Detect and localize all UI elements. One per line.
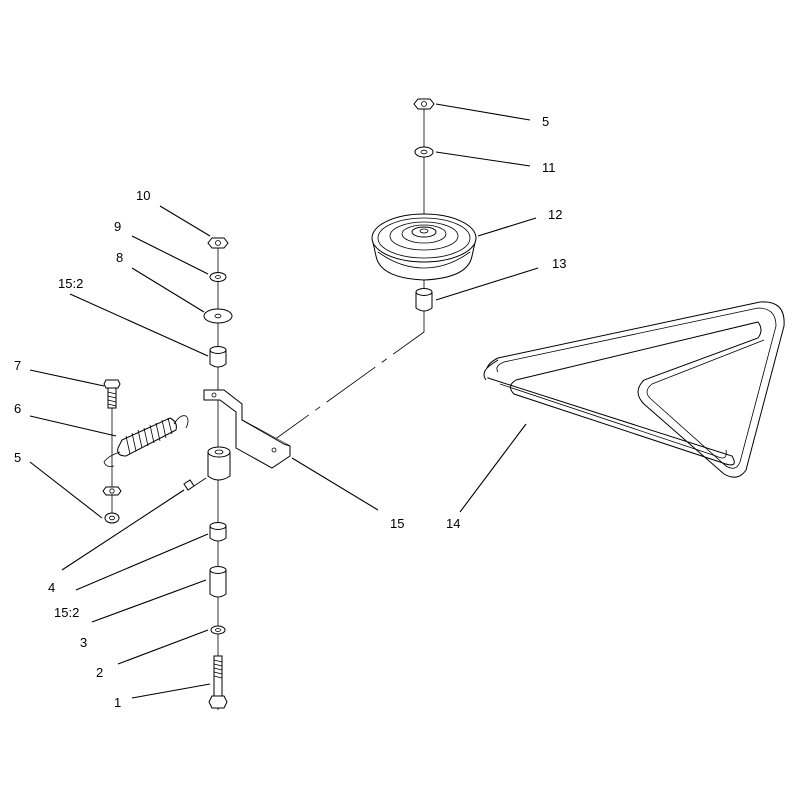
callout-1: 1 (114, 695, 121, 710)
washer-2 (210, 625, 226, 635)
axis-lines (111, 100, 425, 710)
bushing-bottom (209, 522, 227, 542)
callout-9: 9 (114, 219, 121, 234)
idler-pulley (371, 213, 477, 281)
callout-11: 11 (542, 160, 556, 175)
nut-10 (207, 237, 229, 249)
spacer-tube (209, 566, 227, 598)
callout-7: 7 (14, 358, 21, 373)
bolt-1 (208, 655, 228, 709)
callout-5-top: 5 (542, 114, 549, 129)
callout-12: 12 (548, 207, 562, 222)
grease-fitting (183, 477, 207, 491)
callouts: 5 11 12 13 10 9 8 15:2 7 6 5 4 15:2 3 2 … (14, 114, 566, 710)
callout-8: 8 (116, 250, 123, 265)
callout-10: 10 (136, 188, 150, 203)
v-belt (483, 301, 785, 478)
nut-left (102, 486, 122, 524)
bolt-7 (103, 379, 121, 409)
leader-lines (29, 103, 539, 699)
nut-top (413, 98, 435, 110)
callout-13: 13 (552, 256, 566, 271)
callout-5-left: 5 (14, 450, 21, 465)
extension-spring (103, 415, 189, 467)
washer-top (414, 146, 434, 158)
callout-6: 6 (14, 401, 21, 416)
callout-2: 2 (96, 665, 103, 680)
callout-15-2-top: 15:2 (58, 276, 83, 291)
bushing-top (209, 346, 227, 368)
pulley-spacer (415, 288, 433, 312)
callout-15: 15 (390, 516, 404, 531)
lock-washer-9 (209, 272, 227, 282)
callout-4: 4 (48, 580, 55, 595)
callout-15-2-bottom: 15:2 (54, 605, 79, 620)
callout-14: 14 (446, 516, 460, 531)
callout-3: 3 (80, 635, 87, 650)
flat-washer-8 (203, 308, 233, 324)
idler-arm (203, 389, 291, 481)
